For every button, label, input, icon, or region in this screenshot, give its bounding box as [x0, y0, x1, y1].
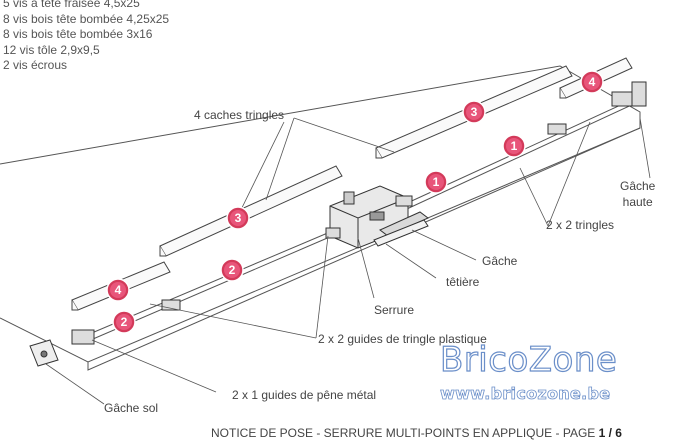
door-panel-edge: [87, 127, 641, 371]
svg-text:4: 4: [589, 75, 596, 89]
leader-gache: [411, 229, 477, 261]
cache-strip-3-lower: [159, 165, 343, 257]
parts-list-item: 5 vis à tête fraisée 4,5x25: [3, 0, 140, 10]
label-tringles: 2 x 2 tringles: [546, 218, 615, 232]
label-gache-haute-line2: haute: [622, 195, 653, 209]
gache-sol-part: [29, 339, 59, 367]
guide-plastic-mid: [325, 227, 341, 239]
svg-text:3: 3: [235, 211, 242, 225]
label-gache-sol: Gâche sol: [104, 401, 159, 415]
leader-gache-haute: [639, 117, 651, 179]
brand-name: BricoZone: [439, 339, 618, 380]
leader-guides-plastique-2: [315, 235, 329, 339]
badge-4: 4: [106, 278, 130, 302]
parts-list: 5 vis à tête fraisée 4,5x25 8 vis bois t…: [3, 0, 169, 74]
svg-text:3: 3: [471, 105, 478, 119]
parts-list-item: 12 vis tôle 2,9x9,5: [3, 42, 100, 57]
label-serrure: Serrure: [374, 303, 415, 317]
badge-4: 4: [580, 70, 604, 94]
guide-plastic-upper: [547, 123, 567, 135]
badge-2: 2: [112, 310, 136, 334]
label-gache-haute: Gâche haute: [620, 178, 655, 210]
page-footer: NOTICE DE POSE - SERRURE MULTI-POINTS EN…: [211, 426, 622, 440]
brand-logo: BricoZone www.bricozone.be: [439, 339, 618, 404]
gache-haute-part: [631, 81, 647, 107]
badge-1: 1: [502, 134, 526, 158]
badge-3: 3: [226, 206, 250, 230]
label-guides-plastique: 2 x 2 guides de tringle plastique: [318, 332, 487, 346]
svg-text:1: 1: [511, 139, 518, 153]
badge-3: 3: [462, 100, 486, 124]
badge-1: 1: [424, 170, 448, 194]
brand-url: www.bricozone.be: [440, 384, 611, 404]
guide-plastic-mid-2: [395, 195, 413, 207]
leader-serrure: [357, 237, 375, 299]
label-tetiere: têtière: [446, 275, 480, 289]
label-gache: Gâche: [482, 254, 518, 268]
parts-list-item: 2 vis écrous: [3, 58, 68, 72]
footer-page-number: 1 / 6: [598, 426, 622, 440]
guide-metal-upper: [611, 91, 635, 107]
label-guides-metal: 2 x 1 guides de pêne métal: [232, 388, 377, 402]
leader-guides-metal: [91, 339, 217, 393]
tringle-upper-line-2: [395, 101, 639, 215]
label-caches-tringles: 4 caches tringles: [194, 108, 285, 122]
svg-text:2: 2: [229, 263, 236, 277]
door-panel-outline: [0, 65, 641, 363]
leader-tringles-1: [519, 167, 549, 227]
leader-caches-1: [265, 117, 295, 201]
svg-text:2: 2: [121, 315, 128, 329]
label-gache-haute-line1: Gâche: [620, 179, 656, 193]
leader-caches-3: [233, 121, 285, 225]
parts-list-item: 8 vis bois tête bombée 3x16: [3, 27, 153, 41]
svg-text:1: 1: [433, 175, 440, 189]
strike-plate: [373, 211, 429, 247]
svg-text:4: 4: [115, 283, 122, 297]
leader-gache-sol: [45, 363, 105, 405]
leader-guides-plastique-1: [149, 303, 317, 339]
footer-text: NOTICE DE POSE - SERRURE MULTI-POINTS EN…: [211, 426, 599, 440]
guide-metal-lower: [71, 329, 95, 345]
leader-tetiere: [385, 243, 437, 279]
parts-list-item: 8 vis bois tête bombée 4,25x25: [3, 11, 170, 26]
leader-tringles-2: [547, 121, 591, 227]
leader-caches-2: [293, 117, 395, 153]
guide-plastic-lower: [161, 299, 181, 311]
badge-2: 2: [220, 258, 244, 282]
